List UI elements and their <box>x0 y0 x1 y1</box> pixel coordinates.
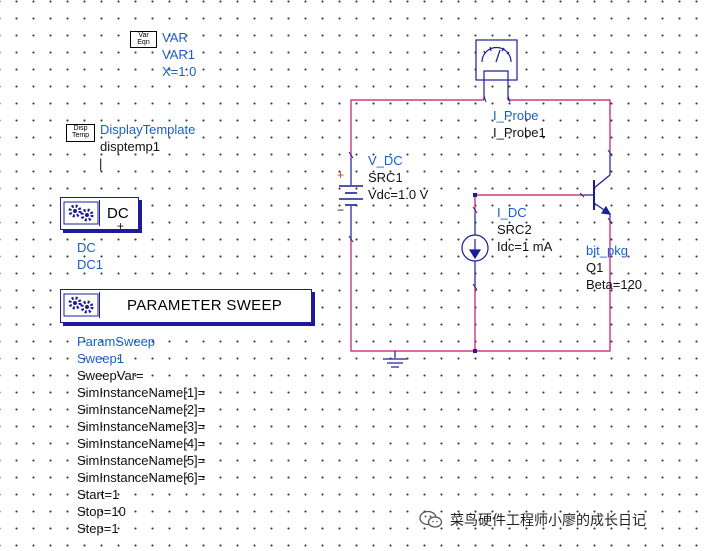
gear-icon <box>63 292 100 318</box>
idc-value-label[interactable]: Idc=1 mA <box>497 239 553 254</box>
var-name-label[interactable]: VAR1 <box>162 47 195 62</box>
param-sweep-line[interactable]: SimInstanceName[2]= <box>77 402 206 417</box>
wechat-icon <box>419 510 443 528</box>
plus-marker: + <box>117 219 125 233</box>
bjt-type-label[interactable]: bjt_pkg <box>586 243 628 258</box>
dc-simulation-controller[interactable]: DC <box>60 197 139 230</box>
idc-name-label[interactable]: SRC2 <box>497 222 532 237</box>
var-eqn-icon[interactable]: Var Eqn <box>130 31 157 48</box>
var-icon-line1: Var <box>138 32 149 39</box>
vdc-name-label[interactable]: SRC1 <box>368 170 403 185</box>
pin-markers <box>348 95 613 291</box>
dc-controller-label: DC <box>107 205 129 222</box>
parameter-sweep-controller[interactable]: PARAMETER SWEEP <box>60 289 312 323</box>
param-sweep-line[interactable]: Sweep1 <box>77 351 124 366</box>
dc-type-label[interactable]: DC <box>77 240 96 255</box>
display-template-icon[interactable]: Disp Temp <box>66 124 95 142</box>
ground-symbol[interactable] <box>383 351 407 368</box>
param-sweep-line[interactable]: SimInstanceName[4]= <box>77 436 206 451</box>
vdc-value-label[interactable]: Vdc=1.0 V <box>368 187 429 202</box>
param-sweep-line[interactable]: SweepVar= <box>77 368 144 383</box>
param-sweep-line[interactable]: Start=1 <box>77 487 120 502</box>
plus-terminal-label: + <box>337 168 345 182</box>
display-template-name[interactable]: disptemp1 <box>100 139 160 154</box>
var-icon-line2: Eqn <box>137 39 150 46</box>
param-sweep-line[interactable]: SimInstanceName[3]= <box>77 419 206 434</box>
display-template-type[interactable]: DisplayTemplate <box>100 122 196 137</box>
minus-terminal-label: − <box>337 203 345 217</box>
watermark-text: 菜鸟硬件工程师小廖的成长日记 <box>450 512 646 528</box>
bjt-transistor-symbol[interactable] <box>584 155 612 218</box>
parameter-sweep-label: PARAMETER SWEEP <box>127 297 283 314</box>
current-probe-symbol[interactable] <box>475 39 518 100</box>
dc-voltage-source-symbol[interactable] <box>339 158 363 240</box>
param-sweep-line[interactable]: Step=1 <box>77 521 119 536</box>
param-sweep-line[interactable]: SimInstanceName[1]= <box>77 385 206 400</box>
param-sweep-type[interactable]: ParamSweep <box>77 334 156 349</box>
gear-icon <box>63 200 100 226</box>
probe-name-label[interactable]: I_Probe1 <box>493 125 546 140</box>
bjt-name-label[interactable]: Q1 <box>586 260 604 275</box>
param-sweep-line[interactable]: SimInstanceName[5]= <box>77 453 206 468</box>
dc-current-source-symbol[interactable] <box>461 213 489 288</box>
idc-type-label[interactable]: I_DC <box>497 205 527 220</box>
var-expression[interactable]: X=1.0 <box>162 64 197 79</box>
probe-type-label[interactable]: I_Probe <box>493 108 539 123</box>
var-type-label[interactable]: VAR <box>162 30 188 45</box>
vdc-type-label[interactable]: V_DC <box>368 153 403 168</box>
wire-net[interactable] <box>350 99 611 352</box>
dc-name-label[interactable]: DC1 <box>77 257 104 272</box>
param-sweep-line[interactable]: Stop=10 <box>77 504 126 519</box>
disp-icon-line1: Disp <box>73 125 88 132</box>
param-sweep-line[interactable]: SimInstanceName[6]= <box>77 470 206 485</box>
wire-junctions <box>473 193 477 353</box>
bjt-value-label[interactable]: Beta=120 <box>586 277 643 292</box>
text-cursor: | <box>99 156 103 171</box>
disp-icon-line2: Temp <box>71 132 90 139</box>
